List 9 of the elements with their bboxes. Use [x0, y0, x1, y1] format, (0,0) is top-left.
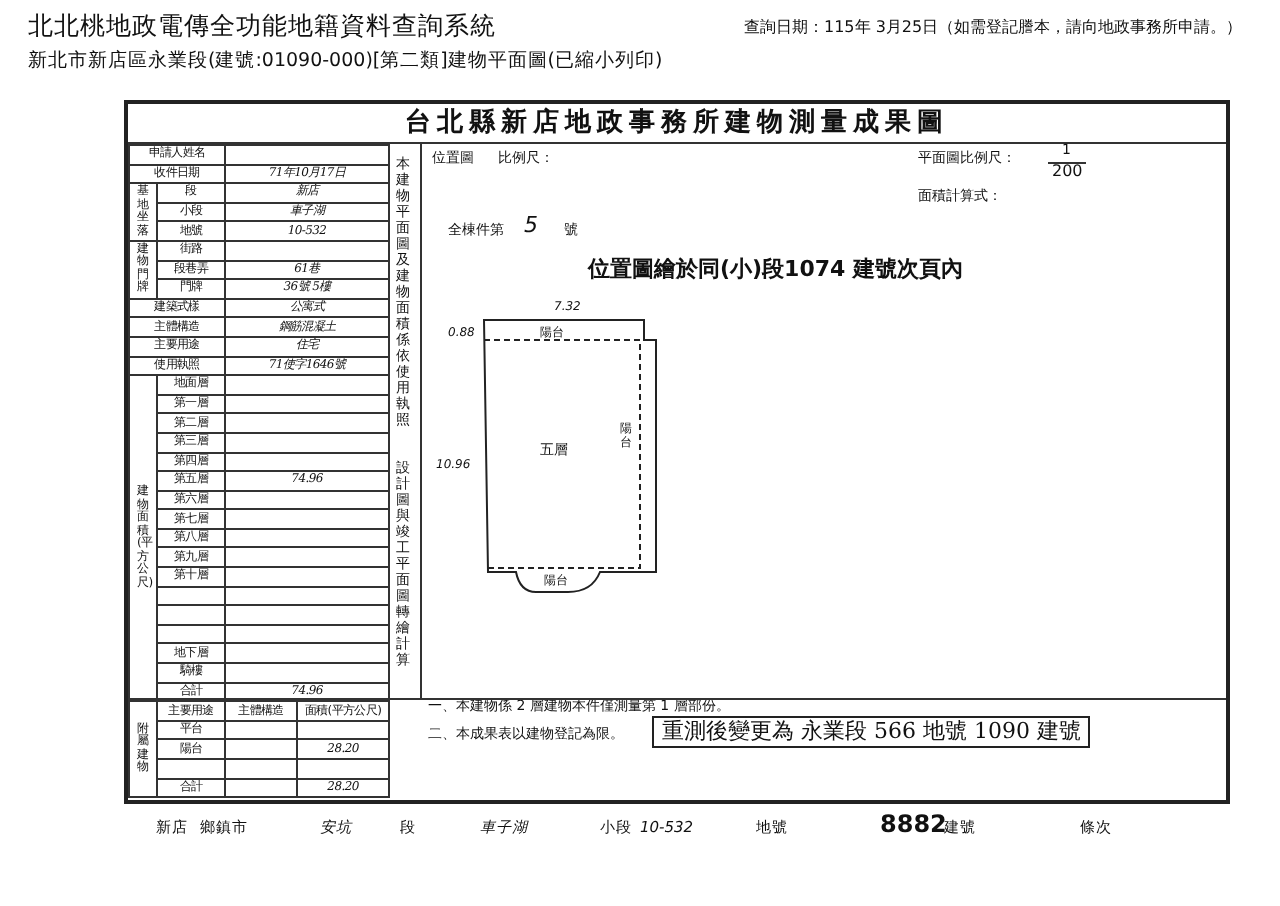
plan-note: 位置圖繪於同(小)段1074 建號次頁內: [588, 258, 963, 283]
handwritten-value: 5: [524, 214, 538, 239]
scale-value: 200: [1048, 162, 1087, 182]
document-title: 台北縣新店地政事務所建物測量成果圖: [403, 110, 951, 139]
stamp-text: 重測後變更為 永業段 566 地號 1090 建號: [652, 716, 1091, 749]
header-text: 北北桃地政電傳全功能地籍資料查詢系統: [28, 12, 496, 40]
header-text: 新北市新店區永業段(建號:01090-000)[第二類]建物平面圖(已縮小列印): [28, 52, 663, 73]
header-text: 查詢日期：115年 3月25日（如需登記謄本，請向地政事務所申請。）: [744, 20, 1243, 38]
building-number: 8882: [880, 812, 947, 839]
